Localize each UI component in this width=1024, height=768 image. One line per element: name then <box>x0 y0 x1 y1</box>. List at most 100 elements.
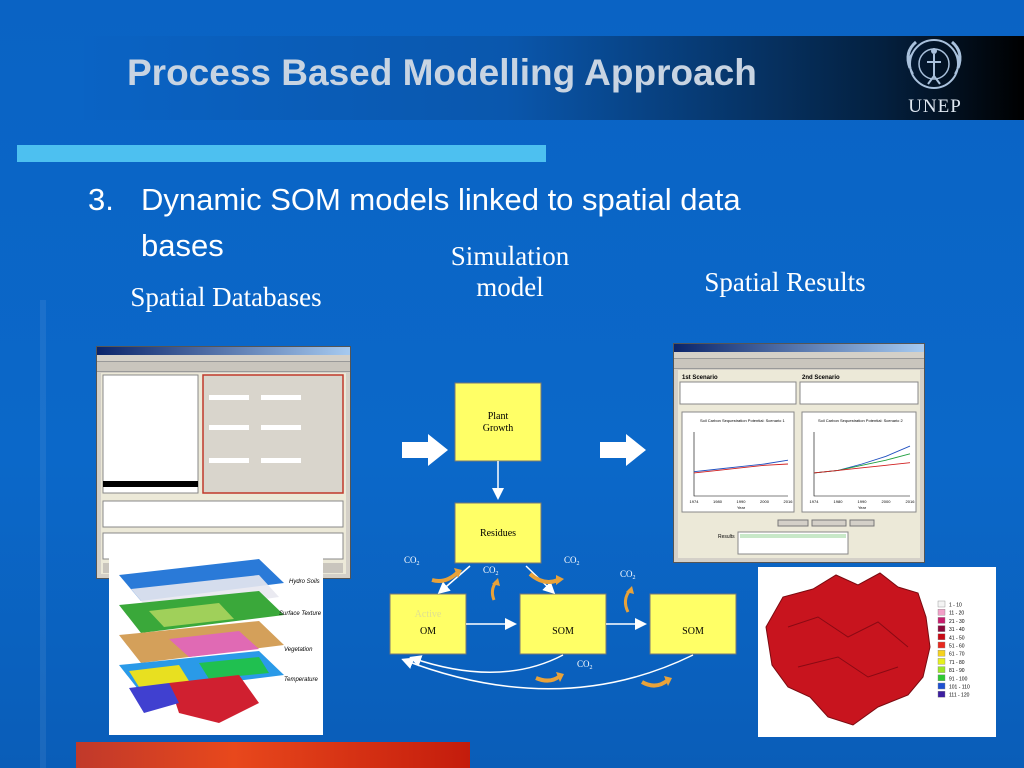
residues-to-left-arrow <box>437 565 471 594</box>
legend-label: 11 - 20 <box>949 611 964 617</box>
legend-label: 1 - 10 <box>949 603 962 609</box>
layer-label-1: Surface Texture <box>279 611 322 617</box>
x-tick-label: 1980 <box>713 499 723 504</box>
window-menubar <box>97 355 350 362</box>
residues-label: Residues <box>480 528 516 539</box>
pool-box-middle: SOM <box>519 593 607 655</box>
chart-series-line <box>693 459 789 473</box>
co2-label: CO2 <box>404 555 420 567</box>
chart-left-title: Soil Carbon Sequestration Potential: Sce… <box>700 418 785 423</box>
plant-growth-line-2: Growth <box>483 423 514 434</box>
pool-left-line-1: Active <box>415 609 442 620</box>
co2-arrow-icon <box>623 586 634 613</box>
scenario-left-label: 1st Scenario <box>682 375 718 381</box>
chart-series-line <box>813 462 911 474</box>
chart-right-title: Soil Carbon Sequestration Potential: Sce… <box>818 418 903 423</box>
co2-label: CO2 <box>577 659 593 671</box>
pool-box-right: SOM <box>649 593 737 655</box>
legend-swatch <box>937 658 946 665</box>
spatial-database-screenshot <box>96 346 351 579</box>
legend-swatch <box>937 609 946 616</box>
legend-label: 81 - 90 <box>949 668 965 674</box>
legend-label: 51 - 60 <box>949 644 965 650</box>
x-tick-label: 1974 <box>810 499 820 504</box>
right-return-arrow <box>401 654 694 690</box>
decorative-stripe <box>40 300 46 768</box>
legend-swatch <box>937 633 946 641</box>
results-chart-right: Soil Carbon Sequestration Potential: Sce… <box>801 411 917 513</box>
chart-series-line <box>693 463 789 474</box>
residues-box: Residues <box>454 502 542 564</box>
chart-axis <box>693 432 788 497</box>
legend-label: 101 - 110 <box>949 685 970 691</box>
spatial-results-screenshot: 1st Scenario 2nd Scenario Soil Carbon Se… <box>673 343 925 563</box>
layer-label-0: Hydro Soils <box>289 579 320 585</box>
label-simulation-model: Simulation model <box>410 241 610 303</box>
x-tick-label: 2000 <box>882 499 892 504</box>
bullet-number: 3. <box>88 182 114 217</box>
x-tick-label: 1990 <box>858 499 868 504</box>
x-tick-label: 2016 <box>784 499 794 504</box>
input-arrow-icon <box>402 434 448 466</box>
unep-logo-text: UNEP <box>908 96 962 117</box>
database-form <box>101 373 346 574</box>
legend-label: 71 - 80 <box>949 660 965 666</box>
results-label: Results <box>718 534 735 540</box>
accent-bar <box>17 145 546 162</box>
window-titlebar <box>97 347 350 355</box>
legend-label: 61 - 70 <box>949 652 965 658</box>
pool-left-line-2: OM <box>420 626 436 637</box>
middle-return-arrow <box>409 654 564 674</box>
legend-swatch <box>937 674 946 682</box>
legend-swatch <box>937 625 946 632</box>
co2-arrow-icon <box>641 676 672 688</box>
legend-swatch <box>937 666 946 673</box>
title-bar <box>84 36 1024 120</box>
x-axis-label: Year <box>858 505 867 510</box>
label-simulation-line-2: model <box>476 272 544 302</box>
spatial-layers-image: Hydro Soils Surface Texture Vegetation T… <box>109 553 323 735</box>
pool-right-label: SOM <box>682 626 704 637</box>
layer-label-3: Temperature <box>284 677 318 683</box>
layer-label-2: Vegetation <box>284 647 313 653</box>
legend-label: 41 - 50 <box>949 635 965 641</box>
legend-swatch <box>937 600 946 608</box>
x-tick-label: 1980 <box>834 499 844 504</box>
co2-arrow-icon <box>490 578 500 601</box>
legend-swatch <box>937 641 946 649</box>
legend-swatch <box>937 649 946 657</box>
slide-title: Process Based Modelling Approach <box>127 52 757 93</box>
co2-label: CO2 <box>620 569 636 581</box>
bullet-text-line-2: bases <box>141 228 224 263</box>
legend-label: 31 - 40 <box>949 627 965 633</box>
legend-label: 111 - 120 <box>949 693 970 699</box>
x-tick-label: 2016 <box>906 499 916 504</box>
plant-growth-line-1: Plant <box>488 411 509 422</box>
co2-arrow-icon <box>528 572 564 585</box>
label-spatial-results: Spatial Results <box>704 267 866 297</box>
co2-label: CO2 <box>564 555 580 567</box>
bottom-accent-bar <box>76 742 470 768</box>
label-spatial-databases: Spatial Databases <box>130 282 322 312</box>
results-window-titlebar <box>674 344 924 352</box>
plant-growth-box: Plant Growth <box>454 382 542 462</box>
unep-logo-icon <box>906 39 962 89</box>
output-arrow-icon <box>600 434 646 466</box>
results-form: 1st Scenario 2nd Scenario Soil Carbon Se… <box>678 370 920 558</box>
legend-swatch <box>937 690 946 698</box>
co2-arrow-icon <box>431 568 462 583</box>
pool-middle-label: SOM <box>552 626 574 637</box>
legend-label: 91 - 100 <box>949 676 968 682</box>
results-window-menubar <box>674 352 924 359</box>
x-tick-label: 1974 <box>690 499 700 504</box>
legend-swatch <box>937 617 946 624</box>
results-window-toolbar <box>674 359 924 369</box>
x-tick-label: 2000 <box>760 499 770 504</box>
co2-arrow-icon <box>535 672 564 683</box>
co2-label: CO2 <box>483 565 499 577</box>
window-toolbar <box>97 362 350 372</box>
results-chart-left: Soil Carbon Sequestration Potential: Sce… <box>681 411 795 513</box>
